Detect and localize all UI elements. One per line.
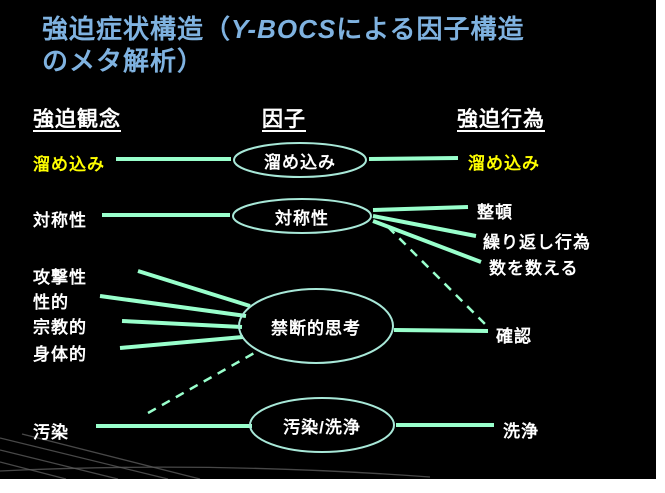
obsession-somatic-label: 身体的 <box>33 345 87 364</box>
connector-symmetry-repeating <box>372 214 477 238</box>
factor-hoarding-label: 溜め込み <box>264 152 336 172</box>
corner-stripes-decoration <box>0 433 431 479</box>
factor-symmetry-label: 対称性 <box>275 208 329 228</box>
connector-symmetry-checking-dashed <box>387 226 488 327</box>
column-header-factors: 因子 <box>262 108 306 131</box>
factor-hoarding-ellipse <box>233 142 367 178</box>
obsession-hoarding-label: 溜め込み <box>33 155 105 174</box>
compulsion-ordering-label: 整頓 <box>477 203 513 222</box>
title-line1: 強迫症状構造（Y-BOCSによる因子構造 <box>42 14 525 44</box>
connector-forbidden-checking <box>393 328 489 333</box>
connector-symmetry-ordering <box>372 205 469 212</box>
factor-contamination-washing-ellipse <box>249 397 395 453</box>
factor-symmetry-ellipse <box>232 198 372 234</box>
connector-hoarding-right <box>368 156 459 161</box>
connector-contamination-forbidden-dashed <box>147 350 257 415</box>
factor-forbidden-thoughts-label: 禁断的思考 <box>271 318 361 338</box>
compulsion-washing-label: 洗浄 <box>503 422 539 441</box>
title-line2: のメタ解析） <box>42 45 205 76</box>
factor-contamination-washing-label: 汚染/洗浄 <box>283 417 361 437</box>
compulsion-checking-label: 確認 <box>496 327 532 346</box>
column-header-compulsions: 強迫行為 <box>457 108 545 131</box>
connector-symmetry-counting <box>372 219 482 264</box>
obsession-aggression-label: 攻撃性 <box>33 268 87 287</box>
compulsion-repeating-label: 繰り返し行為 <box>483 233 591 252</box>
column-header-obsessions: 強迫観念 <box>33 108 121 131</box>
connector-religious-forbidden <box>121 319 243 329</box>
connector-aggression-forbidden <box>137 269 251 308</box>
factor-forbidden-thoughts-ellipse <box>238 288 394 364</box>
obsession-religious-label: 宗教的 <box>33 318 87 337</box>
connector-somatic-forbidden <box>119 335 244 350</box>
slide-background: 強迫症状構造（Y-BOCSによる因子構造 のメタ解析） 強迫観念 因子 強迫行為… <box>0 0 656 479</box>
connector-sexual-forbidden <box>99 294 247 318</box>
compulsion-counting-label: 数を数える <box>489 259 579 278</box>
compulsion-hoarding-label: 溜め込み <box>468 154 540 173</box>
slide-title: 強迫症状構造（Y-BOCSによる因子構造 のメタ解析） <box>42 14 524 77</box>
obsession-contamination-label: 汚染 <box>33 423 69 442</box>
connector-overlay <box>0 142 494 479</box>
obsession-symmetry-label: 対称性 <box>33 211 87 230</box>
obsession-sexual-label: 性的 <box>33 293 69 312</box>
